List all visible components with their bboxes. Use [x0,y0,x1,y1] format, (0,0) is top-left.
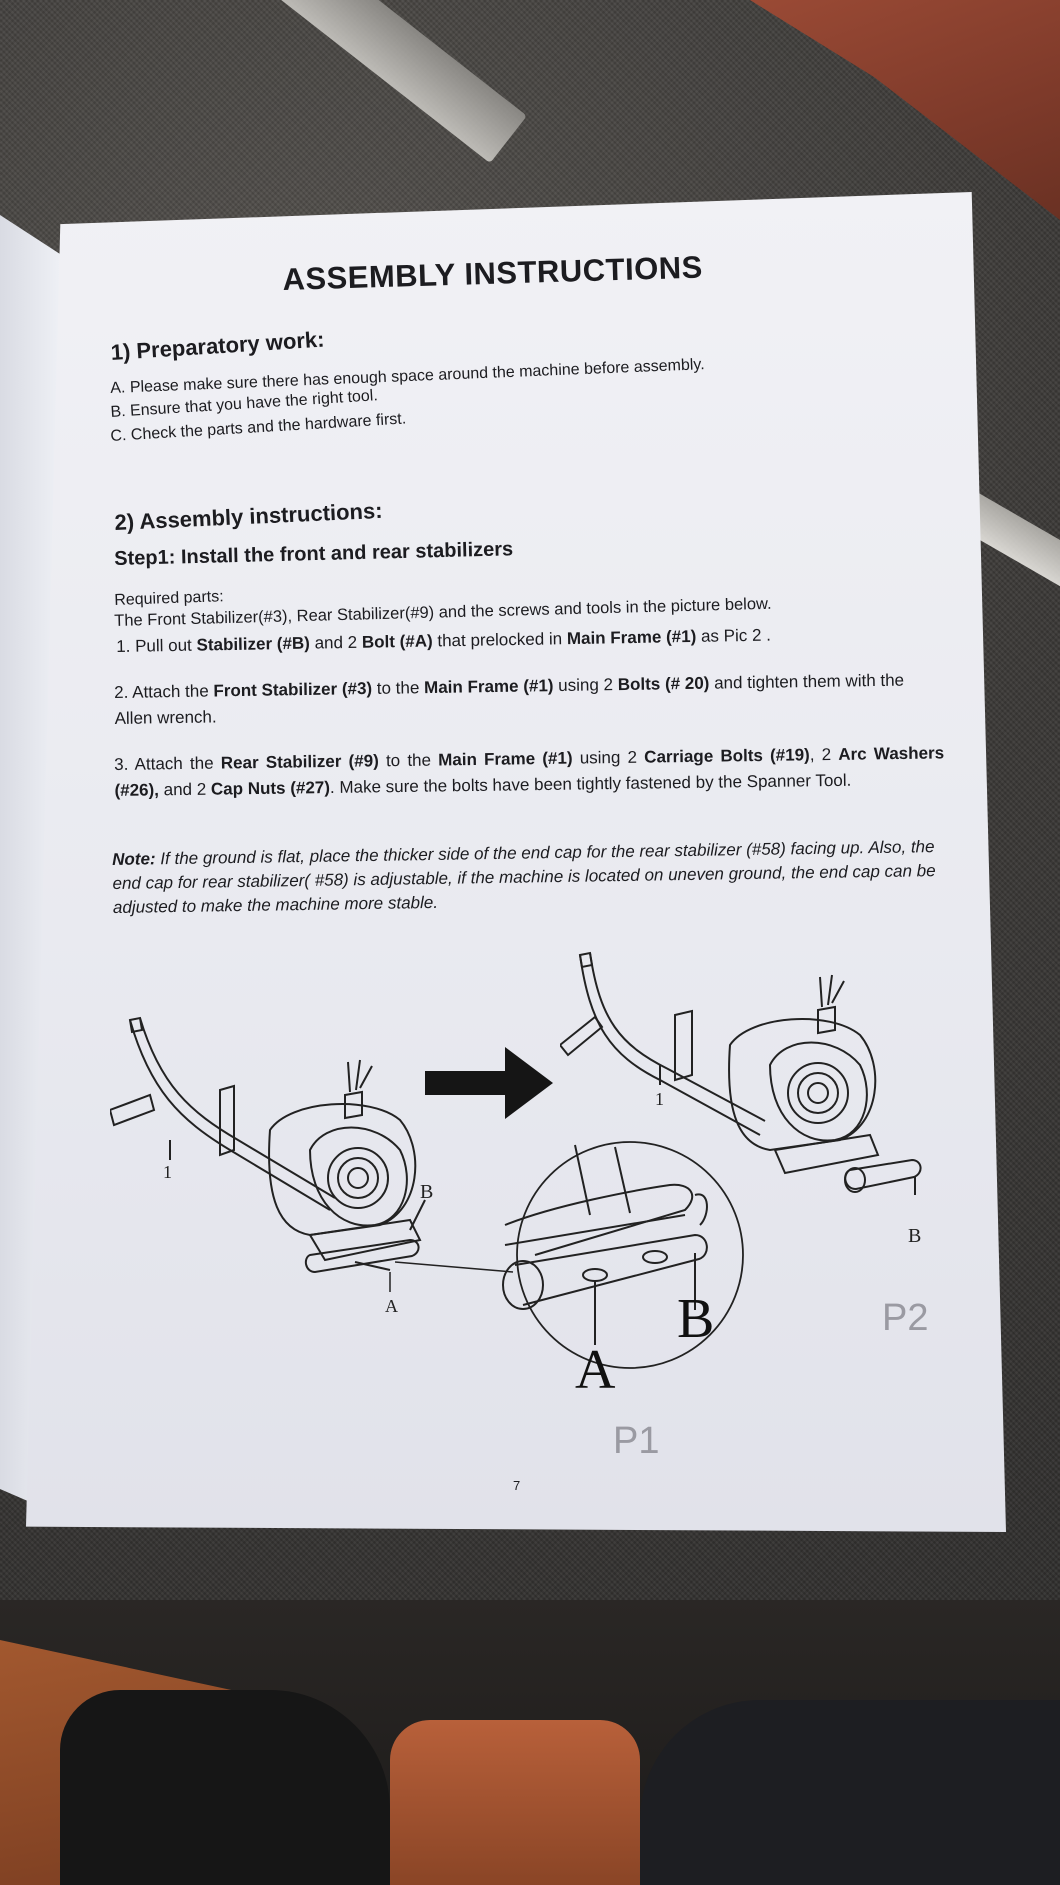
zoom-circle [516,1141,744,1369]
instruction-3: 3. Attach the Rear Stabilizer (#9) to th… [114,740,945,804]
instr3-bold-5: Cap Nuts (#27) [210,777,331,799]
zoom-detail-curve [694,1193,708,1226]
instr2-bold-1: Front Stabilizer (#3) [213,678,373,701]
instr3-text-3: using 2 [572,747,645,768]
front-stabilizer-stub [110,1093,156,1127]
diagram-before: 1 B A [110,1000,440,1320]
mast [344,1090,363,1120]
instr1-text-4: as Pic 2 . [696,625,772,646]
diagram-zoom-p1: A B P1 [495,1135,765,1465]
instr3-text-2: to the [378,750,439,771]
zoom-connector [395,1250,515,1280]
step1-heading: Step1: Install the front and rear stabil… [114,538,514,570]
instruction-2: 2. Attach the Front Stabilizer (#3) to t… [114,667,945,732]
flywheel2-ring-outer [787,1062,849,1124]
zoom-label-a: A [575,1339,616,1401]
label-1-2: 1 [655,1089,664,1109]
arrow-right-icon [425,1047,553,1119]
direction-arrow [425,1045,555,1121]
front-post [128,1016,144,1034]
zoom-caption-p1: P1 [613,1420,659,1462]
page-number: 7 [513,1478,521,1493]
flywheel-ring-outer [327,1147,389,1209]
zoom-post [574,1144,631,1216]
flywheel2-ring-inner [807,1082,829,1104]
leader-a [354,1261,391,1271]
leg [390,1720,640,1885]
page-title: ASSEMBLY INSTRUCTIONS [282,249,704,297]
label-b-2: B [908,1225,921,1247]
machine-before-svg: 1 B A [110,1016,433,1316]
instr3-text-5: and 2 [158,779,212,800]
instr1-text-3: that prelocked in [432,629,568,651]
rear-base-2 [773,1133,880,1175]
rail-path [129,1019,331,1211]
connector-line [395,1261,514,1273]
zoom-stabilizer [514,1233,708,1306]
zoom-bolt-hole-2 [642,1250,668,1264]
flywheel-housing [268,1103,417,1237]
flywheel-ring-inner [347,1167,369,1189]
flywheel-ring-mid [337,1157,379,1199]
label-1: 1 [163,1162,172,1182]
arrow-shape [425,1047,553,1119]
instr3-text-1: 3. Attach the [114,753,221,774]
label-b: B [420,1181,433,1203]
mast-2 [817,1005,836,1035]
zoom-label-b: B [677,1288,714,1350]
prep-item-a: A. Please make sure there has enough spa… [110,356,705,397]
flywheel-cover-2 [768,1041,868,1142]
note-label: Note: [112,849,156,869]
instr3-bold-2: Main Frame (#1) [438,748,573,770]
rear-stabilizer-2-end [844,1167,866,1193]
diagram-after: 1 B P2 [560,945,960,1345]
rail2-path [579,954,761,1136]
rail-path-inner [139,1017,336,1199]
rear-stabilizer [304,1238,420,1274]
instr1-bold-1: Stabilizer (#B) [196,633,311,655]
zoom-connector-svg [395,1261,514,1273]
zoom-base-top [504,1183,694,1256]
flywheel-housing-2 [728,1018,877,1152]
label-a: A [385,1296,398,1316]
instr3-text-4: , 2 [809,744,839,765]
instr3-bold-1: Rear Stabilizer (#9) [220,751,379,773]
instr2-bold-3: Bolts (# 20) [617,673,710,695]
instr1-text-2: and 2 [309,632,363,653]
manual-page [26,192,1006,1532]
instr3-text-6: . Make sure the bolts have been tightly … [329,770,852,797]
instr2-text-1: 2. Attach the [114,681,214,702]
note-text: If the ground is flat, place the thicker… [112,837,936,917]
rear-base [308,1218,422,1262]
assembly-heading: 2) Assembly instructions: [114,497,383,535]
cables [347,1059,373,1093]
zoom-detail-svg: A B P1 [502,1141,744,1462]
machine-after-svg: 1 B P2 [560,951,928,1339]
required-parts-label: Required parts: [114,588,224,609]
flywheel2-ring-mid [797,1072,839,1114]
zoom-stabilizer-end [502,1260,544,1310]
instr1-bold-3: Main Frame (#1) [566,626,697,649]
front-post-2 [578,951,594,969]
instr2-text-2: to the [371,678,425,698]
preparatory-heading: 1) Preparatory work: [110,326,326,365]
cables-2 [819,974,845,1008]
rear-stabilizer-2 [844,1158,922,1191]
front-stabilizer-2 [560,1015,604,1057]
zoom-base-edge [504,1214,686,1246]
instr2-bold-2: Main Frame (#1) [423,676,554,698]
seat-post-2 [674,1009,693,1082]
leader-b [409,1199,426,1231]
note-paragraph: Note: If the ground is flat, place the t… [112,835,953,920]
seat-post [219,1084,235,1157]
caption-p2: P2 [882,1297,928,1339]
dark-cloth-right [640,1700,1060,1885]
dark-cloth-left [60,1690,390,1885]
instr2-text-3: using 2 [553,675,618,696]
flywheel-cover [308,1126,408,1227]
instr3-bold-3: Carriage Bolts (#19) [644,745,810,767]
instr1-bold-2: Bolt (#A) [361,631,433,652]
instr1-text-1: 1. Pull out [116,635,197,656]
